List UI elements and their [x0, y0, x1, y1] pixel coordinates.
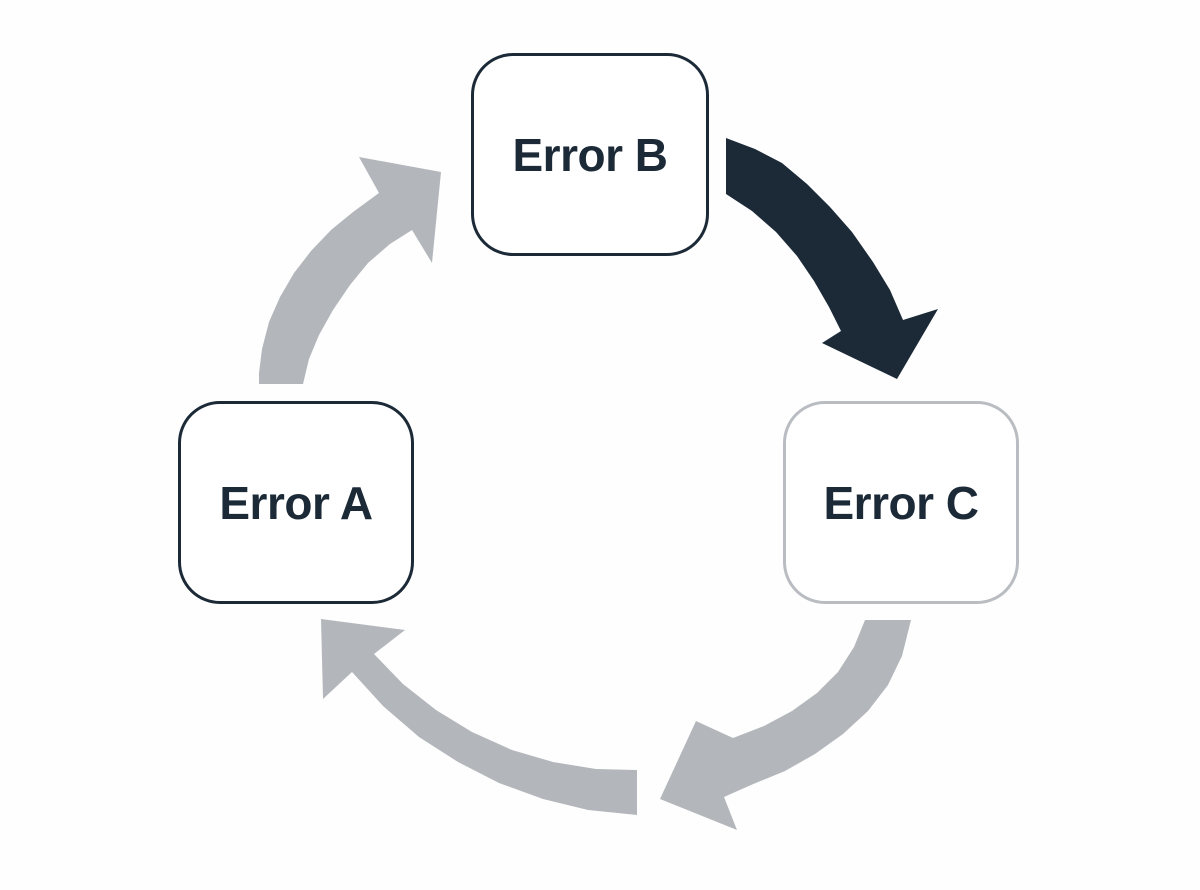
node-error-a: Error A [178, 401, 414, 604]
arrow-c-to-a-tail [321, 619, 637, 815]
node-error-a-label: Error A [219, 476, 373, 529]
arrow-a-to-b [259, 157, 441, 384]
node-error-c-label: Error C [823, 476, 979, 529]
node-error-b: Error B [471, 53, 709, 256]
node-error-b-label: Error B [512, 128, 668, 181]
node-error-c: Error C [783, 401, 1019, 604]
arrow-b-to-c [726, 138, 938, 379]
arrow-c-to-a [660, 620, 911, 830]
